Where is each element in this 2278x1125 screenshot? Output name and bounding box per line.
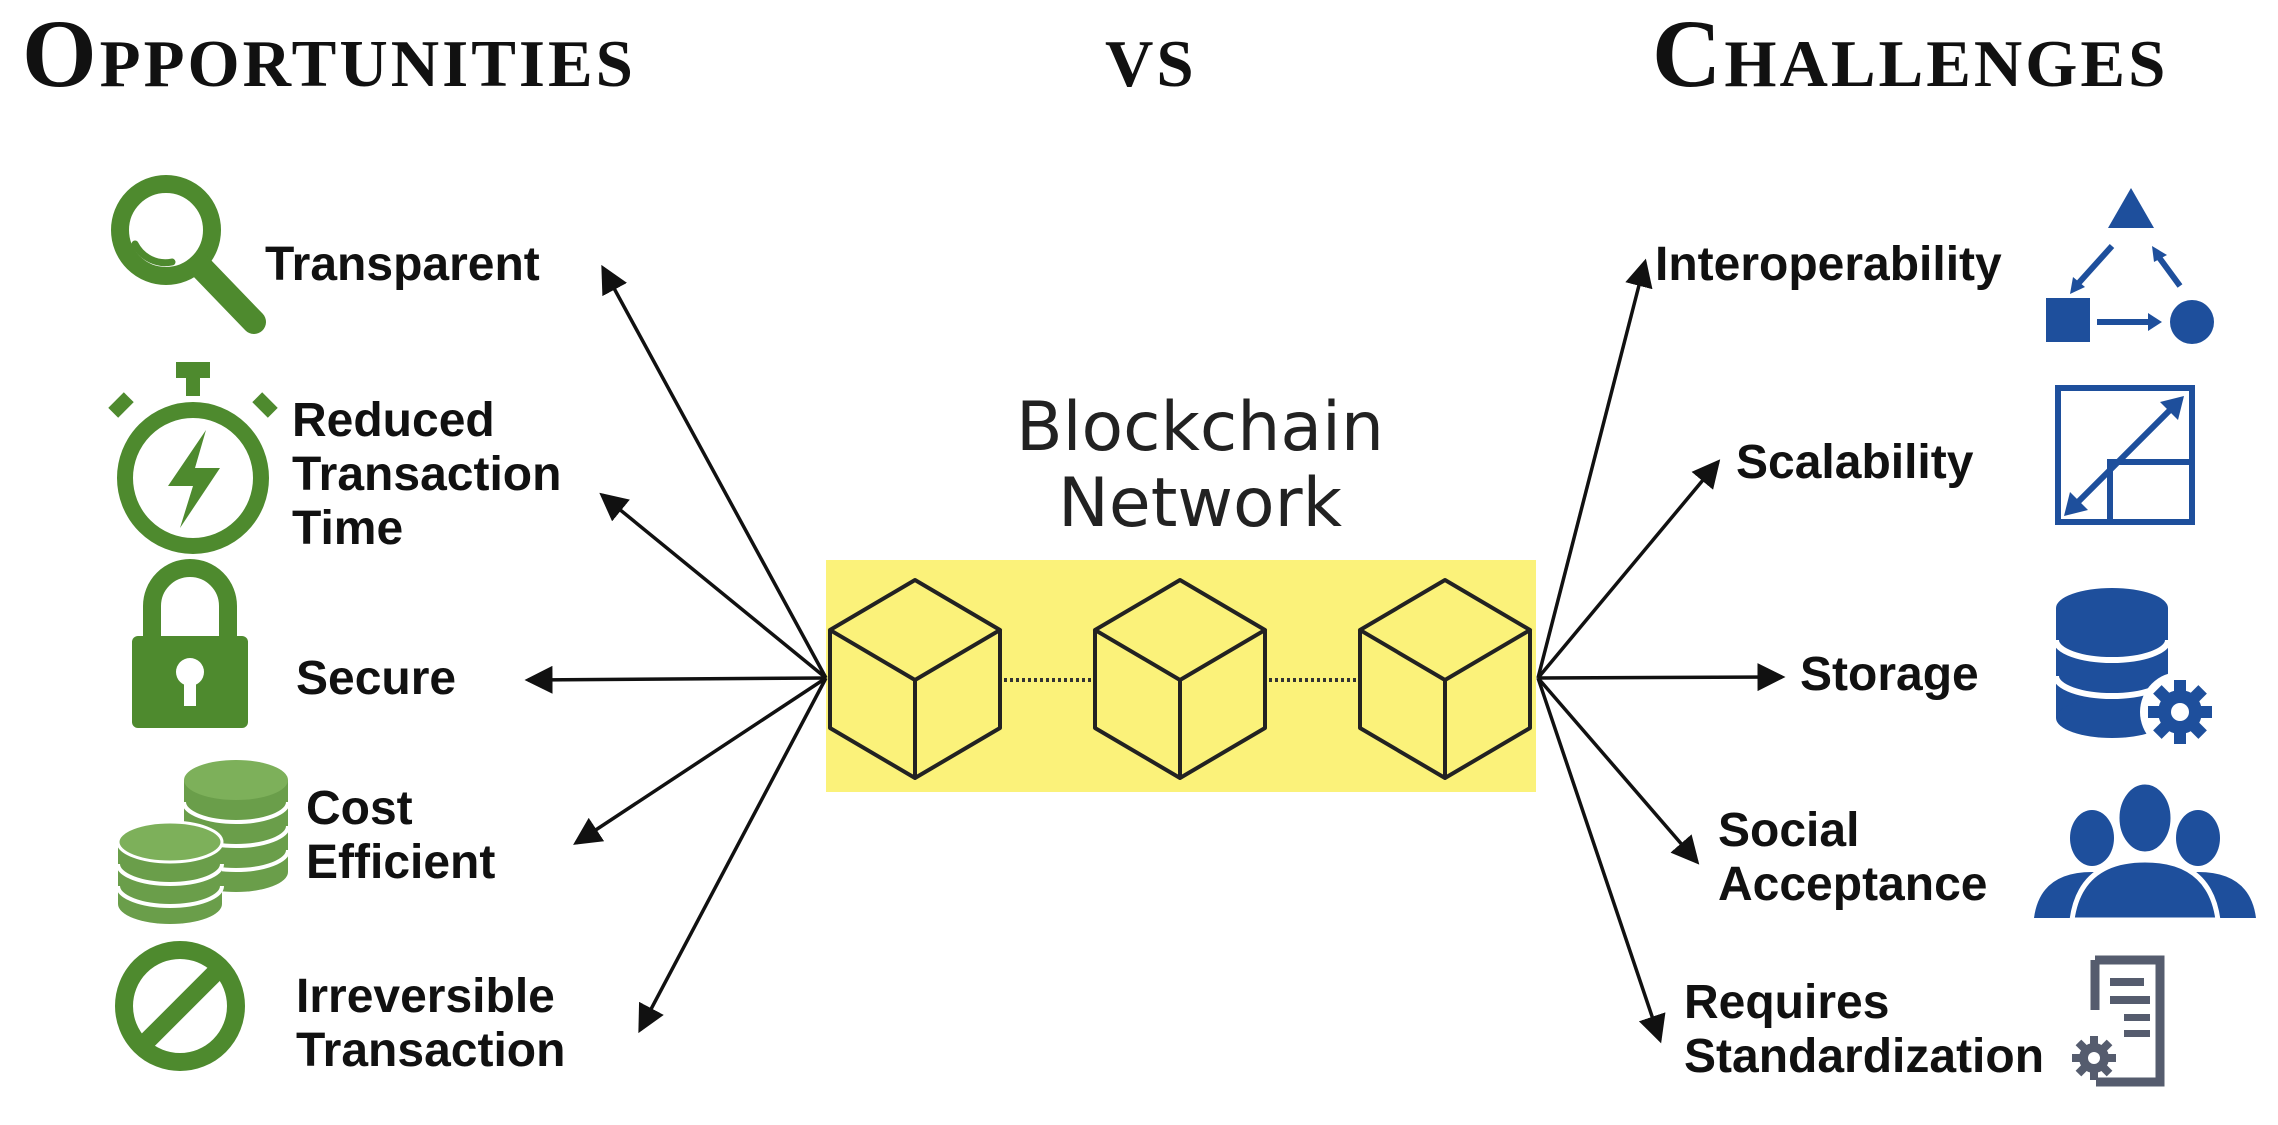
opportunity-irreversible-line-2: Transaction <box>296 1024 566 1078</box>
center-title-line-1: Blockchain <box>1015 388 1385 467</box>
opportunity-secure: Secure <box>296 652 456 706</box>
opportunity-transparent-line-1: Transparent <box>265 238 540 291</box>
challenge-requires-standardization: Requires Standardization <box>1684 976 2044 1084</box>
heading-opportunities: Opportunities <box>22 0 636 107</box>
prohibited-icon <box>115 941 245 1071</box>
magnifier-icon <box>111 175 266 334</box>
opportunity-cost-line-1: Cost <box>306 782 413 835</box>
opportunity-irreversible-line-1: Irreversible <box>296 970 555 1023</box>
challenge-requires-line-1: Requires <box>1684 976 1890 1029</box>
challenge-scalability: Scalability <box>1736 436 1973 490</box>
challenge-social-line-2: Acceptance <box>1718 858 1988 912</box>
coins-icon <box>116 758 290 924</box>
arrow-storage <box>1537 663 1786 692</box>
blockchain-network-title: Blockchain Network <box>840 388 1560 544</box>
challenge-requires-line-2: Standardization <box>1684 1030 2045 1084</box>
challenge-interoperability: Interoperability <box>1655 238 2002 292</box>
opportunity-secure-line-1: Secure <box>296 652 457 705</box>
document-gear-icon <box>2072 955 2165 1087</box>
arrow-cost-efficient <box>573 676 827 845</box>
challenge-social-line-1: Social <box>1718 804 1860 857</box>
challenge-interoperability-line-1: Interoperability <box>1655 238 2002 291</box>
arrow-scalability <box>1536 459 1721 680</box>
arrow-standardization <box>1536 677 1666 1044</box>
padlock-icon <box>132 559 248 728</box>
people-icon <box>2034 779 2256 923</box>
arrow-reduced-time <box>599 492 828 680</box>
opportunity-reduced-line-1: Reduced <box>292 394 495 447</box>
opportunity-reduced-line-3: Time <box>292 502 404 556</box>
database-gear-icon <box>2053 588 2220 752</box>
block-2-icon <box>1093 578 1267 780</box>
heading-vs: vs <box>1105 0 1197 107</box>
block-1-icon <box>828 578 1002 780</box>
arrow-secure <box>524 665 827 694</box>
opportunity-reduced-line-2: Transaction <box>292 448 562 502</box>
opportunity-transparent: Transparent <box>265 238 540 292</box>
heading-challenges: Challenges <box>1652 0 2169 107</box>
arrow-irreversible <box>638 677 828 1034</box>
challenge-storage-line-1: Storage <box>1800 648 1979 701</box>
shapes-exchange-icon <box>2046 188 2214 344</box>
opportunity-irreversible-transaction: Irreversible Transaction <box>296 970 565 1078</box>
arrow-transparent <box>601 264 828 679</box>
opportunity-cost-line-2: Efficient <box>306 836 496 890</box>
opportunity-reduced-transaction-time: Reduced Transaction Time <box>292 394 561 557</box>
arrow-social-acceptance <box>1536 676 1700 865</box>
arrow-interoperability <box>1536 258 1653 679</box>
challenge-scalability-line-1: Scalability <box>1736 436 1974 489</box>
challenge-storage: Storage <box>1800 648 1979 702</box>
opportunity-cost-efficient: Cost Efficient <box>306 782 495 890</box>
challenge-social-acceptance: Social Acceptance <box>1718 804 1987 912</box>
stopwatch-icon <box>108 362 278 554</box>
block-3-icon <box>1358 578 1532 780</box>
resize-arrows-icon <box>2055 385 2195 525</box>
center-title-line-2: Network <box>1058 464 1342 544</box>
